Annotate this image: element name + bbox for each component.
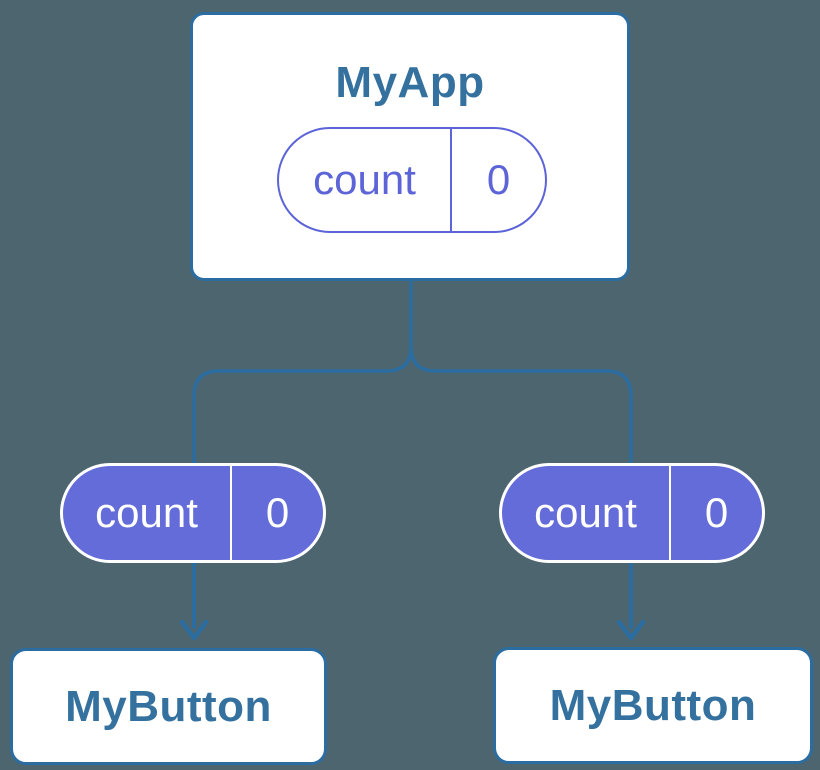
- branch-right-line: [409, 346, 633, 463]
- branch-left-line: [192, 346, 413, 463]
- node-myapp: MyApp count 0: [190, 12, 630, 281]
- node-mybutton-title: MyButton: [65, 681, 272, 731]
- state-pill-mybutton-right: count 0: [499, 463, 765, 563]
- state-pill-myapp: count 0: [277, 127, 547, 233]
- state-label: count: [313, 156, 416, 203]
- node-mybutton-left: MyButton: [10, 648, 327, 765]
- state-value: 0: [450, 129, 545, 231]
- arrow-right-head-icon: [616, 619, 646, 641]
- node-mybutton-right: MyButton: [493, 647, 813, 764]
- state-value: 0: [669, 466, 762, 560]
- arrow-left-head-icon: [179, 619, 209, 641]
- state-label: count: [95, 489, 198, 536]
- node-mybutton-title: MyButton: [549, 680, 757, 730]
- state-pill-mybutton-left: count 0: [60, 463, 326, 563]
- state-value: 0: [230, 466, 323, 560]
- node-myapp-title: MyApp: [335, 58, 485, 107]
- state-label: count: [534, 489, 637, 536]
